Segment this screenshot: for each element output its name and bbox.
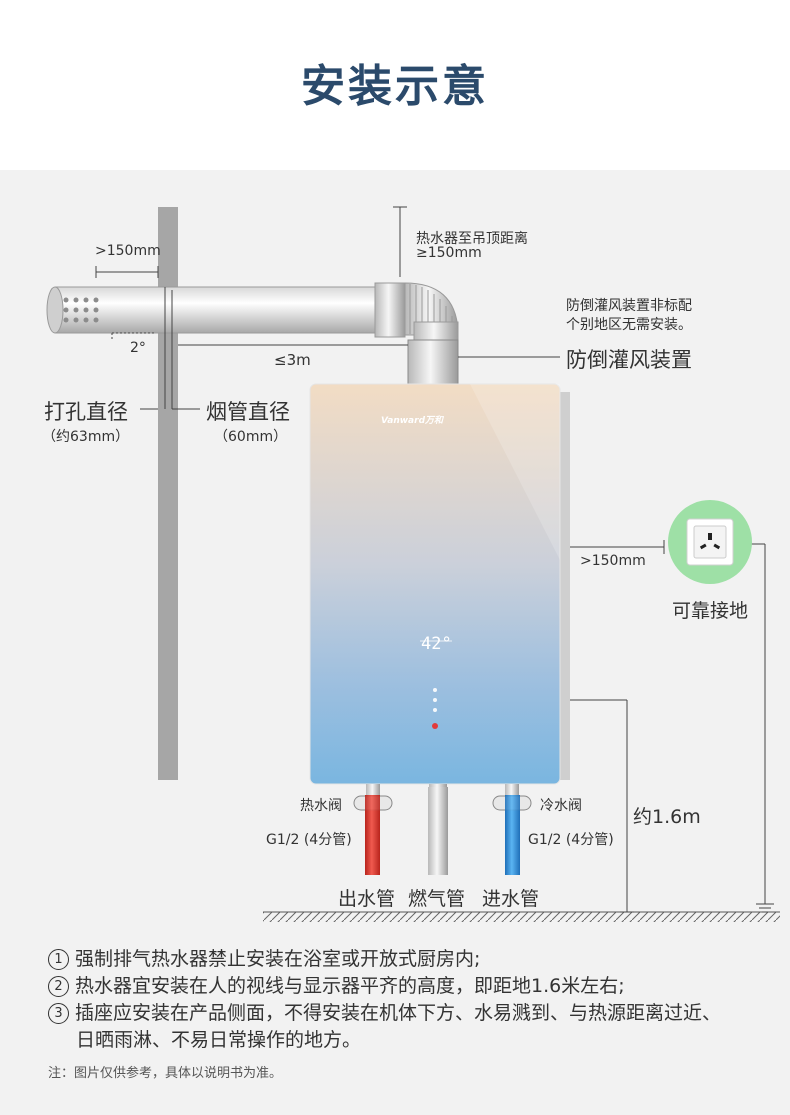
brand-logo: Vanward万和	[381, 416, 444, 426]
flue-diameter-label: 烟管直径	[206, 400, 290, 424]
note-item: 2 热水器宜安装在人的视线与显示器平齐的高度，即距地1.6米左右;	[48, 973, 768, 1000]
cold-water-valve	[492, 795, 532, 811]
footnote: 注：图片仅供参考，具体以说明书为准。	[48, 1066, 283, 1081]
wall	[158, 207, 178, 780]
note-continuation: 日晒雨淋、不易日常操作的地方。	[76, 1029, 362, 1051]
ceiling-distance-label-2: ≥150mm	[416, 245, 482, 261]
socket-label: 可靠接地	[672, 600, 749, 622]
socket-icon	[668, 500, 752, 584]
height-label: 约1.6m	[633, 806, 701, 828]
floor	[263, 912, 780, 922]
angle-label: 2°	[130, 340, 146, 356]
ceiling-distance-label-1: 热水器至吊顶距离	[416, 231, 528, 247]
hole-diameter-label: 打孔直径	[44, 400, 128, 424]
pipe-length-label: ≤3m	[274, 351, 311, 369]
cold-valve-label: 冷水阀	[540, 798, 582, 814]
dimension-lines	[95, 206, 774, 913]
gas-pipe-label: 燃气管	[408, 888, 466, 910]
anti-backflow-label: 防倒灌风装置	[566, 348, 692, 372]
anti-backflow-device	[407, 339, 459, 387]
note-number: 1	[48, 949, 69, 970]
gas-pipe	[428, 787, 448, 875]
inlet-pipe-label: 进水管	[482, 888, 540, 910]
anti-backflow-note-1: 防倒灌风装置非标配	[566, 298, 692, 314]
note-text: 强制排气热水器禁止安装在浴室或开放式厨房内;	[75, 948, 481, 970]
wall-distance-label: >150mm	[95, 243, 161, 259]
hot-water-valve	[353, 795, 393, 811]
note-text: 热水器宜安装在人的视线与显示器平齐的高度，即距地1.6米左右;	[75, 975, 625, 997]
flue-pipe	[46, 282, 459, 343]
note-text: 插座应安装在产品侧面，不得安装在机体下方、水易溅到、与热源距离过近、	[75, 1002, 722, 1024]
note-item: 3 插座应安装在产品侧面，不得安装在机体下方、水易溅到、与热源距离过近、	[48, 1000, 768, 1027]
hot-thread-label: G1/2 (4分管)	[266, 832, 352, 848]
hot-water-pipe	[365, 795, 380, 875]
page-title: 安装示意	[301, 61, 489, 112]
outlet-pipe-label: 出水管	[338, 888, 396, 910]
note-item: 1 强制排气热水器禁止安装在浴室或开放式厨房内;	[48, 946, 768, 973]
note-number: 3	[48, 1003, 69, 1024]
anti-backflow-note-2: 个别地区无需安装。	[566, 317, 692, 333]
temperature-display: 42°	[421, 634, 452, 654]
flue-diameter-value: （60mm）	[214, 429, 288, 445]
cold-water-pipe	[505, 795, 520, 875]
inlet-connector	[505, 784, 519, 796]
cold-thread-label: G1/2 (4分管)	[528, 832, 614, 848]
water-heater	[309, 383, 570, 785]
hot-valve-label: 热水阀	[300, 798, 342, 814]
socket-distance-label: >150mm	[580, 553, 646, 569]
outlet-connector	[366, 784, 380, 796]
installation-notes: 1 强制排气热水器禁止安装在浴室或开放式厨房内; 2 热水器宜安装在人的视线与显…	[48, 946, 768, 1054]
note-number: 2	[48, 976, 69, 997]
hole-diameter-value: （约63mm）	[42, 429, 130, 445]
